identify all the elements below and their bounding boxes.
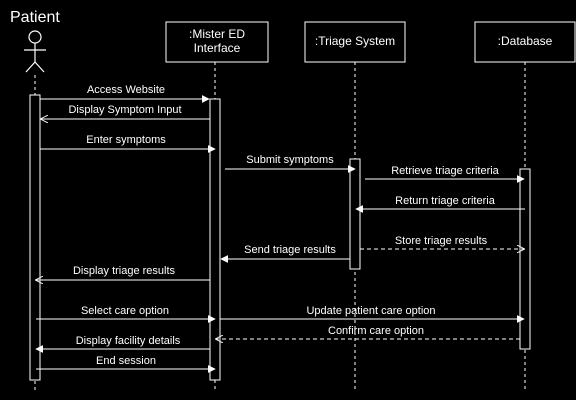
message-display-symptom-input: Display Symptom Input xyxy=(41,104,210,119)
message-select-care-option: Select care option xyxy=(36,305,216,323)
message-label: Select care option xyxy=(81,305,169,317)
message-return-triage-criteria: Return triage criteria xyxy=(355,195,525,213)
participant-triage-label: :Triage System xyxy=(315,34,395,48)
participant-interface: :Mister ED Interface xyxy=(165,21,269,63)
activation-patient xyxy=(29,94,41,381)
message-retrieve-triage-criteria: Retrieve triage criteria xyxy=(365,165,525,183)
message-access-website: Access Website xyxy=(40,84,210,103)
message-store-triage-results: Store triage results xyxy=(360,235,524,249)
message-label: Confirm care option xyxy=(328,325,424,337)
message-label: Return triage criteria xyxy=(395,195,496,207)
message-label: End session xyxy=(96,355,156,367)
message-label: Display triage results xyxy=(73,265,176,277)
message-label: Store triage results xyxy=(395,235,488,247)
actor-stick-figure xyxy=(24,30,46,73)
participant-database-label: :Database xyxy=(498,34,553,48)
message-display-triage-results: Display triage results xyxy=(36,265,210,280)
participant-interface-line1: :Mister ED xyxy=(189,27,245,41)
message-update-patient-care-option: Update patient care option xyxy=(220,305,525,323)
message-label: Access Website xyxy=(87,84,165,96)
message-label: Enter symptoms xyxy=(86,134,166,146)
actor-name: Patient xyxy=(10,9,60,26)
message-send-triage-results: Send triage results xyxy=(220,244,350,263)
message-submit-symptoms: Submit symptoms xyxy=(225,154,356,173)
message-label: Display Symptom Input xyxy=(68,104,181,116)
message-enter-symptoms: Enter symptoms xyxy=(40,134,216,153)
message-label: Update patient care option xyxy=(306,305,435,317)
message-end-session: End session xyxy=(36,355,216,373)
message-label: Retrieve triage criteria xyxy=(391,165,499,177)
activation-triage xyxy=(349,158,361,270)
participant-triage-system: :Triage System xyxy=(304,21,406,63)
participant-database: :Database xyxy=(474,21,576,63)
message-label: Display facility details xyxy=(76,335,181,347)
activation-database xyxy=(519,168,531,350)
participant-interface-line2: Interface xyxy=(194,41,241,55)
message-confirm-care-option: Confirm care option xyxy=(216,325,520,339)
message-label: Submit symptoms xyxy=(246,154,334,166)
message-label: Send triage results xyxy=(244,244,336,256)
message-display-facility-details: Display facility details xyxy=(35,335,210,353)
activation-interface xyxy=(209,98,221,381)
